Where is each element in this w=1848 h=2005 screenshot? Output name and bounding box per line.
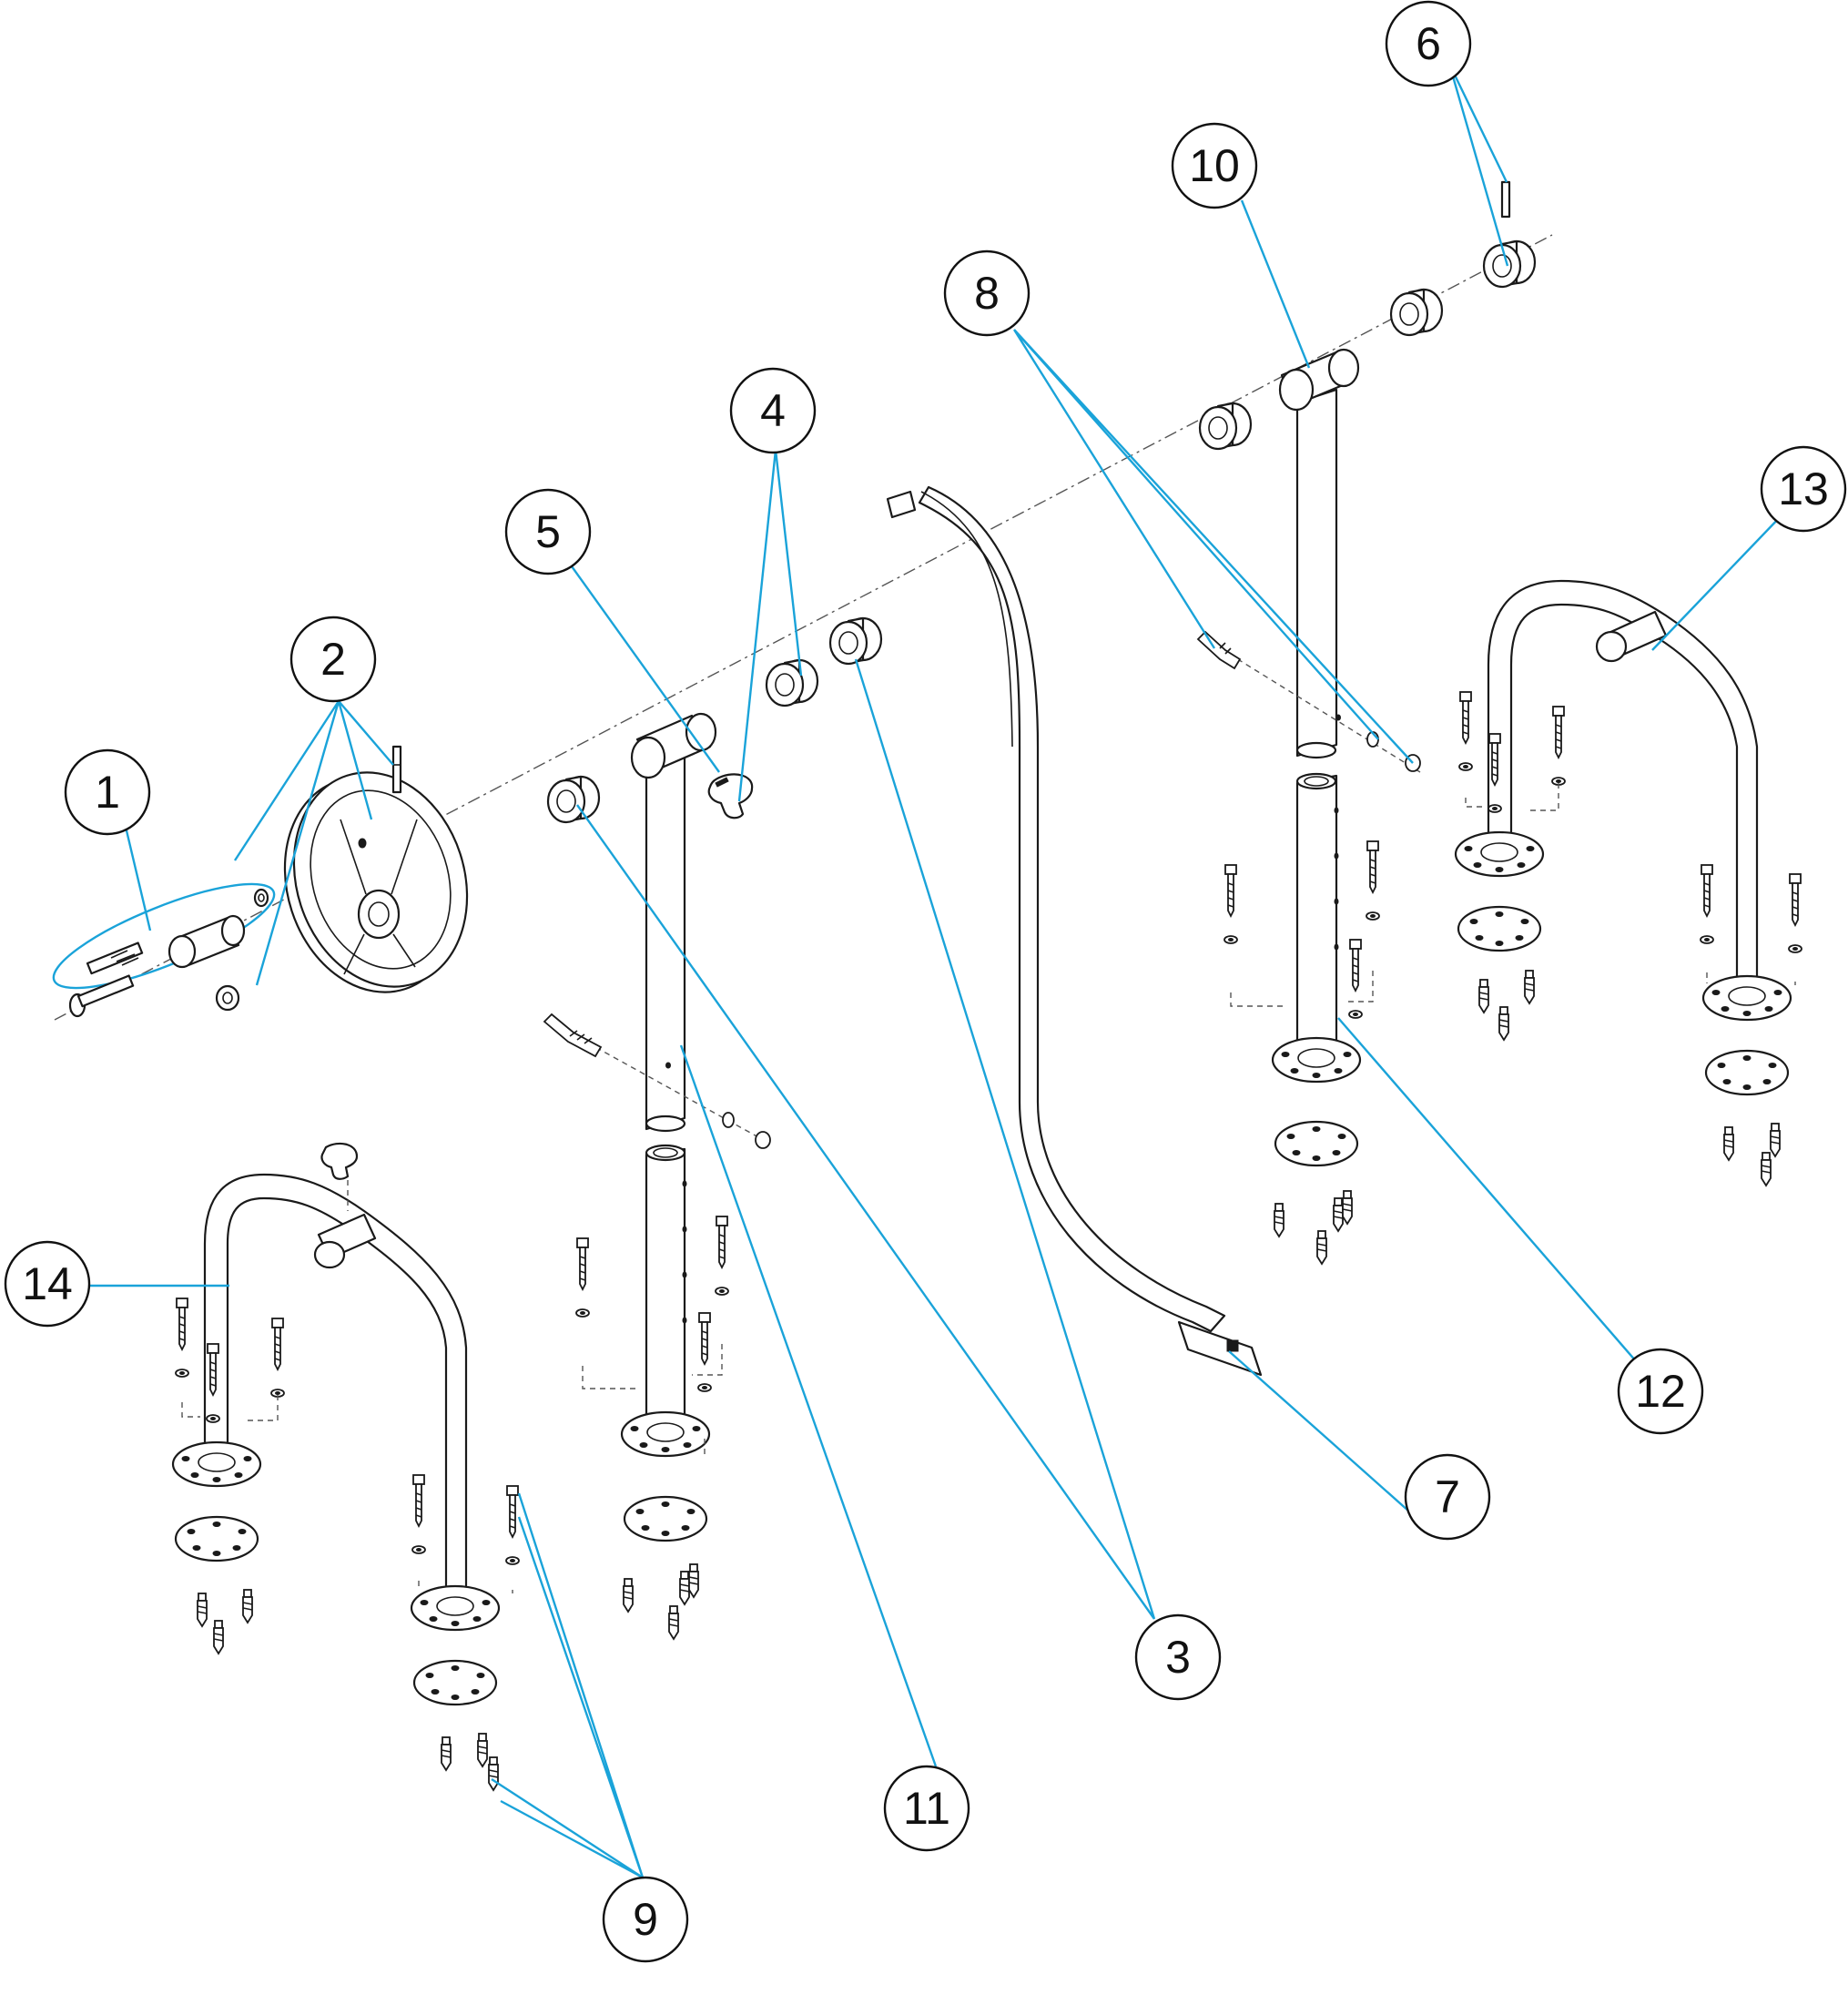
- bushing-right-b: [1389, 288, 1444, 337]
- collar-ring-right: [1482, 239, 1537, 289]
- svg-text:5: 5: [535, 506, 561, 557]
- callout-8: 8: [943, 249, 1031, 337]
- callout-11: 11: [883, 1765, 970, 1852]
- callout-13: 13: [1760, 445, 1847, 533]
- handwheel: [215, 745, 469, 1012]
- callout-5: 5: [504, 488, 592, 575]
- bushing-middle: [828, 616, 883, 666]
- svg-text:12: 12: [1635, 1366, 1686, 1417]
- callout-3: 3: [1134, 1613, 1222, 1701]
- svg-text:7: 7: [1435, 1471, 1460, 1522]
- leader-lines: [86, 63, 1805, 1879]
- callout-10: 10: [1171, 122, 1258, 209]
- svg-text:4: 4: [760, 385, 786, 436]
- svg-text:6: 6: [1416, 18, 1441, 69]
- curved-handrail: [886, 485, 1263, 1377]
- bushing-left: [546, 775, 601, 824]
- callout-12: 12: [1617, 1348, 1704, 1435]
- svg-text:11: 11: [903, 1783, 950, 1834]
- callout-1: 1: [64, 748, 151, 836]
- callout-4: 4: [729, 367, 817, 454]
- svg-text:1: 1: [95, 767, 120, 818]
- callout-7: 7: [1404, 1453, 1491, 1541]
- collar-ring: [765, 658, 819, 707]
- callout-6: 6: [1385, 0, 1472, 87]
- callout-2: 2: [289, 616, 377, 703]
- svg-text:14: 14: [22, 1258, 73, 1309]
- left-u-stand: [171, 1142, 520, 1791]
- callout-14: 14: [4, 1240, 91, 1328]
- handle-assembly: [52, 882, 276, 1018]
- right-floor-socket: [1224, 772, 1380, 1265]
- svg-text:9: 9: [633, 1894, 658, 1945]
- svg-text:2: 2: [320, 634, 346, 685]
- callout-9: 9: [602, 1876, 689, 1963]
- svg-text:13: 13: [1778, 463, 1829, 514]
- left-floor-socket: [575, 1144, 729, 1640]
- collar-pin-right: [1500, 180, 1511, 219]
- bushing-right-a: [1198, 402, 1253, 451]
- right-u-stand: [1454, 579, 1802, 1186]
- svg-text:8: 8: [974, 268, 1000, 319]
- svg-text:3: 3: [1165, 1632, 1191, 1683]
- svg-text:10: 10: [1189, 140, 1240, 191]
- star-knob: [707, 773, 754, 819]
- left-stanchion: [543, 712, 771, 1149]
